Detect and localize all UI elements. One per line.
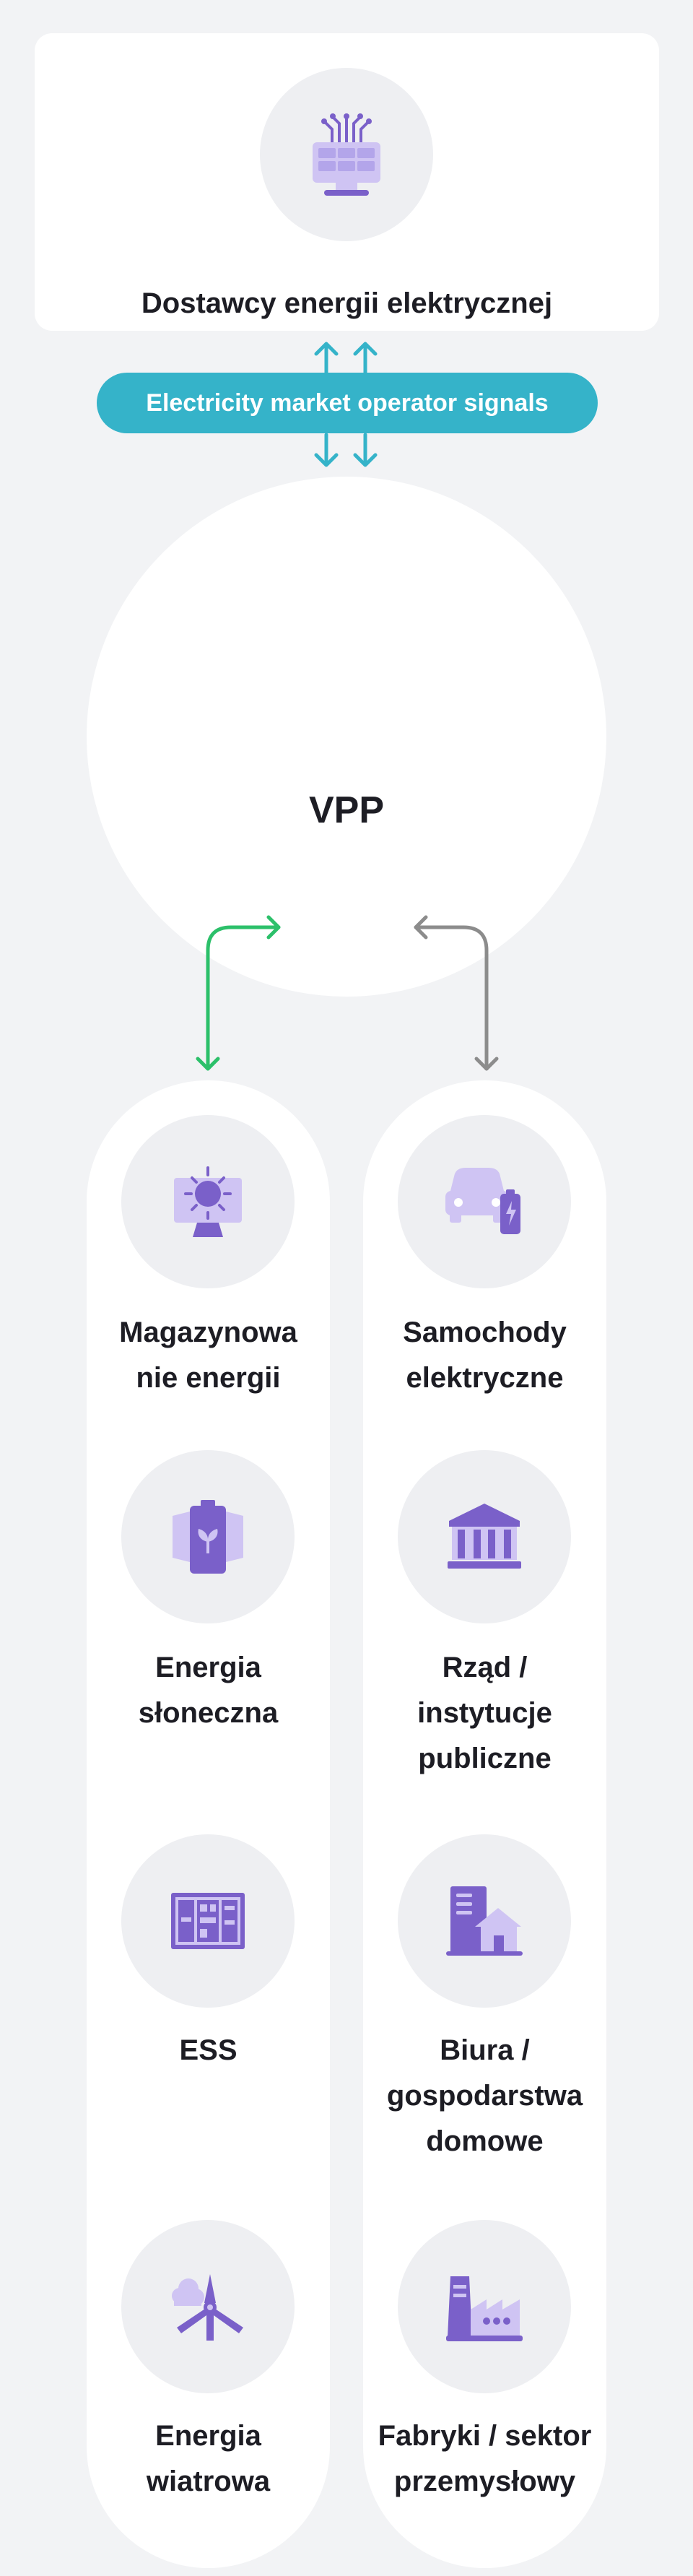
- vpp-circle: VPP: [87, 477, 606, 997]
- market-signals-pill: Electricity market operator signals: [97, 373, 598, 433]
- item-label: Samochody elektryczne: [403, 1317, 567, 1394]
- item-icon-circle: [121, 1450, 295, 1623]
- item-icon-circle: [398, 1450, 571, 1623]
- left-column: Magazynowa nie energii Energia słoneczna: [87, 1080, 330, 2568]
- item-label: ESS: [179, 2034, 237, 2066]
- signal-arrows-top: [314, 342, 378, 376]
- right-column: Samochody elektryczne Rząd / instytucje …: [363, 1080, 606, 2568]
- office-house-icon: [446, 1886, 523, 1956]
- factory-icon: [446, 2276, 523, 2341]
- item-label: Rząd / instytucje publiczne: [417, 1652, 552, 1774]
- government-building-icon: [448, 1504, 521, 1569]
- item-icon-circle: [398, 1834, 571, 2008]
- supplier-icon-circle: [260, 68, 433, 241]
- solar-panel-icon: [174, 1166, 242, 1237]
- electricity-supplier-icon: [313, 113, 380, 196]
- electric-car-icon: [445, 1168, 520, 1234]
- supplier-card: Dostawcy energii elektrycznej: [35, 33, 659, 331]
- item-label: Fabryki / sektor przemysłowy: [378, 2420, 592, 2497]
- item-icon-circle: [121, 1834, 295, 2008]
- supplier-label: Dostawcy energii elektrycznej: [141, 287, 553, 319]
- vpp-arrow-gray: [414, 915, 499, 1071]
- battery-leaf-icon: [173, 1500, 243, 1574]
- item-label: Magazynowa nie energii: [119, 1317, 297, 1394]
- item-icon-circle: [121, 1115, 295, 1288]
- item-label: Biura / gospodarstwa domowe: [386, 2034, 583, 2157]
- vpp-label: VPP: [308, 789, 385, 831]
- item-icon-circle: [398, 2220, 571, 2393]
- item-icon-circle: [121, 2220, 295, 2393]
- item-label: Energia wiatrowa: [146, 2420, 271, 2497]
- ess-cabinet-icon: [171, 1893, 245, 1949]
- wind-turbine-icon: [172, 2274, 243, 2341]
- item-label: Energia słoneczna: [138, 1652, 279, 1729]
- item-icon-circle: [398, 1115, 571, 1288]
- vpp-arrow-green: [196, 915, 281, 1071]
- signal-arrows-bottom: [314, 433, 378, 467]
